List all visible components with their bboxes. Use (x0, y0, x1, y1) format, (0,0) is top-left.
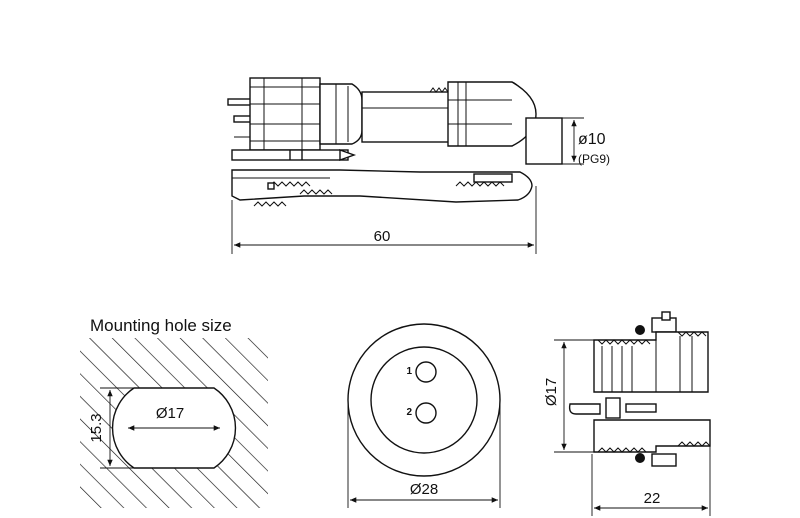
pin-2-label: 2 (406, 407, 412, 418)
socket-side-view: Ø17 22 (543, 311, 711, 516)
hole-diameter-label: Ø17 (156, 405, 184, 422)
cable-diameter-label: ø10 (578, 131, 606, 148)
thread-diameter-label: Ø17 (543, 378, 560, 406)
mounting-hole-title: Mounting hole size (90, 316, 232, 335)
pin-1-label: 1 (406, 366, 412, 377)
socket-length-label: 22 (644, 490, 661, 507)
connector-assembly-view: ø10 (PG9) 60 (227, 77, 610, 254)
front-view: 1 2 Ø28 (347, 323, 501, 508)
overall-length-label: 60 (374, 228, 391, 245)
flat-width-label: 15.3 (88, 413, 105, 442)
mounting-hole-view: Mounting hole size 15.3 Ø17 (80, 316, 268, 508)
gland-size-label: (PG9) (578, 152, 610, 166)
flange-diameter-label: Ø28 (410, 481, 438, 498)
